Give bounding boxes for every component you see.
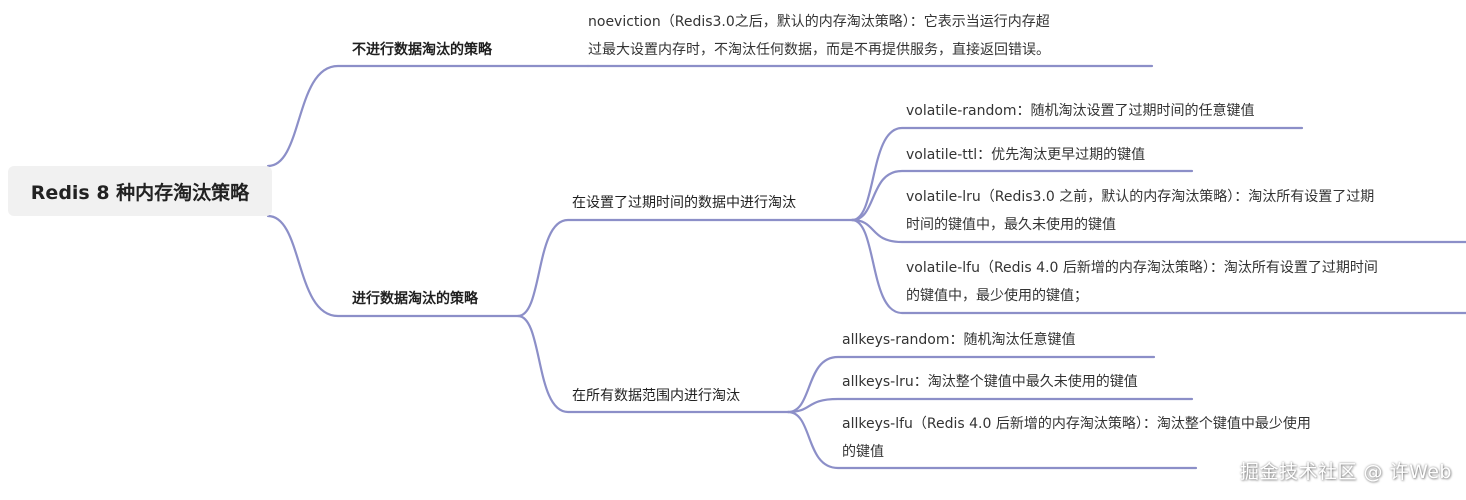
link-allkeys-lru — [786, 397, 1194, 414]
branch-allkeys-label: 在所有数据范围内进行淘汰 — [572, 388, 740, 404]
leaf-volatile-ttl: volatile-ttl：优先淘汰更早过期的键值 — [906, 141, 1145, 169]
branch-allkeys: 在所有数据范围内进行淘汰 — [572, 382, 740, 410]
leaf-volatile-lfu-line-1: volatile-lfu（Redis 4.0 后新增的内存淘汰策略）：淘汰所有设… — [906, 260, 1378, 276]
leaf-volatile-lru: volatile-lru（Redis3.0 之前，默认的内存淘汰策略）：淘汰所有… — [906, 183, 1374, 239]
link-allkeys-lfu — [786, 410, 1198, 470]
link-root-no-eviction — [266, 64, 590, 168]
branch-volatile-label: 在设置了过期时间的数据中进行淘汰 — [572, 195, 796, 211]
leaf-volatile-random: volatile-random：随机淘汰设置了过期时间的任意键值 — [906, 97, 1255, 125]
leaf-allkeys-random: allkeys-random：随机淘汰任意键值 — [842, 326, 1076, 354]
watermark: 掘金技术社区 @ 许Web — [1239, 461, 1452, 483]
branch-volatile: 在设置了过期时间的数据中进行淘汰 — [572, 189, 796, 217]
link-root-eviction — [266, 214, 520, 318]
leaf-noeviction-line-2: 过最大设置内存时，不淘汰任何数据，而是不再提供服务，直接返回错误。 — [588, 42, 1050, 58]
link-allkeys-random — [786, 355, 1156, 414]
root-node: Redis 8 种内存淘汰策略 — [8, 166, 272, 216]
leaf-volatile-lru-line-2: 时间的键值中，最久未使用的键值 — [906, 217, 1116, 233]
leaf-volatile-lfu: volatile-lfu（Redis 4.0 后新增的内存淘汰策略）：淘汰所有设… — [906, 254, 1378, 310]
branch-no-eviction-label: 不进行数据淘汰的策略 — [352, 42, 492, 58]
link-volatile-lru — [850, 218, 1466, 244]
leaf-volatile-lru-line-1: volatile-lru（Redis3.0 之前，默认的内存淘汰策略）：淘汰所有… — [906, 189, 1375, 205]
leaf-volatile-random-text: volatile-random：随机淘汰设置了过期时间的任意键值 — [906, 103, 1255, 119]
branch-no-eviction: 不进行数据淘汰的策略 — [352, 36, 492, 64]
leaf-volatile-lfu-line-2: 的键值中，最少使用的键值； — [906, 288, 1088, 304]
leaf-allkeys-lfu-line-2: 的键值 — [842, 444, 884, 460]
leaf-noeviction-line-1: noeviction（Redis3.0之后，默认的内存淘汰策略）：它表示当运行内… — [588, 14, 1050, 30]
leaf-volatile-ttl-text: volatile-ttl：优先淘汰更早过期的键值 — [906, 147, 1146, 163]
leaf-allkeys-random-text: allkeys-random：随机淘汰任意键值 — [842, 332, 1076, 348]
link-volatile-ttl — [850, 169, 1194, 222]
leaf-allkeys-lru-text: allkeys-lru：淘汰整个键值中最久未使用的键值 — [842, 374, 1138, 390]
leaf-allkeys-lfu: allkeys-lfu（Redis 4.0 后新增的内存淘汰策略）：淘汰整个键值… — [842, 410, 1311, 466]
leaf-allkeys-lru: allkeys-lru：淘汰整个键值中最久未使用的键值 — [842, 368, 1138, 396]
branch-eviction: 进行数据淘汰的策略 — [352, 285, 478, 313]
branch-eviction-label: 进行数据淘汰的策略 — [352, 291, 478, 307]
link-eviction-volatile — [516, 218, 854, 318]
link-volatile-lfu — [850, 218, 1466, 315]
link-volatile-random — [850, 126, 1304, 222]
leaf-allkeys-lfu-line-1: allkeys-lfu（Redis 4.0 后新增的内存淘汰策略）：淘汰整个键值… — [842, 416, 1311, 432]
root-label: Redis 8 种内存淘汰策略 — [30, 181, 250, 204]
link-eviction-allkeys — [516, 314, 790, 414]
leaf-noeviction: noeviction（Redis3.0之后，默认的内存淘汰策略）：它表示当运行内… — [588, 8, 1050, 64]
